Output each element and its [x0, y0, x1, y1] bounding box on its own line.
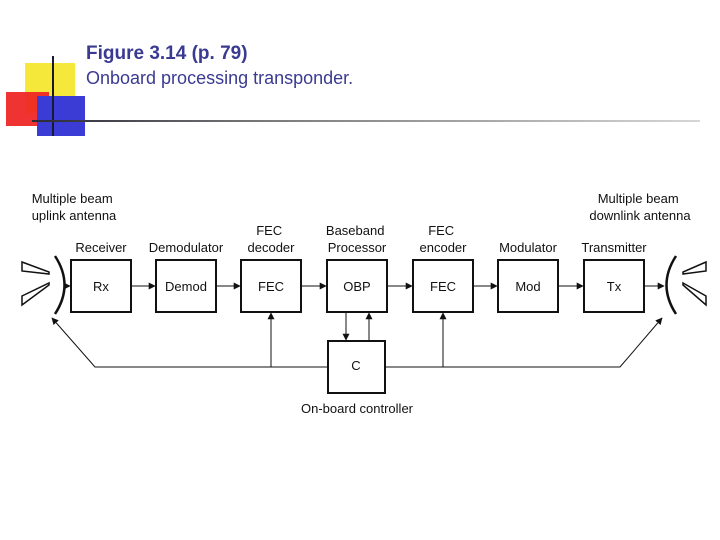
mod-block	[497, 259, 559, 313]
obp-block	[326, 259, 388, 313]
stage-label-fec-encoder-line2: encoder	[420, 240, 468, 255]
rx-block-label: Rx	[93, 279, 109, 294]
stage-label-fec-encoder: FEC encoder	[420, 223, 468, 255]
tx-block	[583, 259, 645, 313]
stage-label-modulator: Modulator	[499, 240, 557, 255]
control-line-to-downlink-antenna	[385, 317, 663, 368]
uplink-antenna-label-line1: Multiple beam	[32, 191, 113, 206]
stage-label-receiver-line1: Receiver	[75, 240, 127, 255]
uplink-antenna-label: Multiple beam uplink antenna	[32, 191, 117, 223]
controller-block-label: C	[351, 358, 360, 373]
controller-caption: On-board controller	[301, 401, 414, 416]
stage-label-obp-line1: Baseband	[326, 223, 385, 238]
figure-number: Figure 3.14 (p. 79)	[86, 43, 248, 64]
mod-block-label: Mod	[515, 279, 540, 294]
tx-block-label: Tx	[607, 279, 622, 294]
downlink-antenna-label-line1: Multiple beam	[598, 191, 679, 206]
stage-label-fec-decoder: FEC decoder	[248, 223, 296, 255]
slide-title: Figure 3.14 (p. 79) Onboard processing t…	[86, 42, 353, 90]
uplink-antenna-label-line2: uplink antenna	[32, 208, 117, 223]
stage-label-transmitter: Transmitter	[581, 240, 647, 255]
fec-encoder-block-label: FEC	[430, 279, 456, 294]
stage-label-fec-encoder-line1: FEC	[428, 223, 454, 238]
downlink-antenna-icon	[665, 255, 707, 315]
fec-encoder-block	[412, 259, 474, 313]
demod-block-label: Demod	[165, 279, 207, 294]
stage-label-fec-decoder-line1: FEC	[256, 223, 282, 238]
decorative-vertical-line	[52, 56, 54, 136]
decorative-blue-square	[37, 96, 85, 136]
stage-label-fec-decoder-line2: decoder	[248, 240, 296, 255]
obp-block-label: OBP	[343, 279, 370, 294]
figure-caption: Onboard processing transponder.	[86, 68, 354, 88]
demod-block	[155, 259, 217, 313]
downlink-antenna-label: Multiple beam downlink antenna	[589, 191, 691, 223]
stage-label-demodulator: Demodulator	[149, 240, 224, 255]
fec-decoder-block-label: FEC	[258, 279, 284, 294]
stage-label-demodulator-line1: Demodulator	[149, 240, 224, 255]
downlink-antenna-label-line2: downlink antenna	[589, 208, 691, 223]
stage-label-baseband-processor: Baseband Processor	[326, 223, 388, 255]
stage-label-transmitter-line1: Transmitter	[581, 240, 647, 255]
uplink-antenna-icon	[21, 255, 66, 315]
stage-label-obp-line2: Processor	[328, 240, 387, 255]
stage-label-modulator-line1: Modulator	[499, 240, 557, 255]
title-divider-line	[32, 120, 700, 122]
control-line-to-uplink-antenna	[51, 317, 328, 368]
stage-label-receiver: Receiver	[75, 240, 127, 255]
fec-decoder-block	[240, 259, 302, 313]
